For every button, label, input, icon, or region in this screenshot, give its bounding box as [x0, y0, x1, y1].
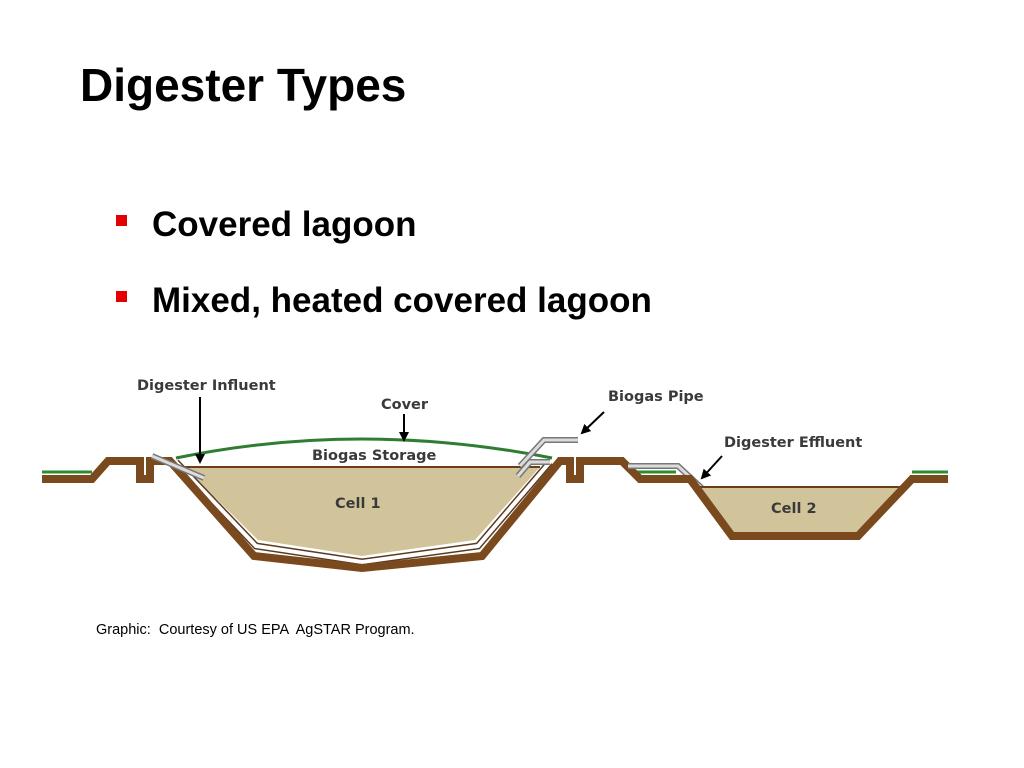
cell2-label: Cell 2: [771, 501, 817, 517]
cell1-liquid: [184, 467, 540, 556]
cell2-liquid: [700, 487, 902, 532]
bullet-text: Covered lagoon: [152, 205, 417, 244]
soil-profile-cell1: [42, 457, 676, 573]
graphic-credit: Graphic: Courtesy of US EPA AgSTAR Progr…: [96, 622, 415, 638]
effluent-label: Digester Effluent: [724, 435, 862, 451]
bullet-text: Mixed, heated covered lagoon: [152, 281, 652, 320]
slide-title: Digester Types: [80, 59, 407, 111]
biogas-pipe: [515, 437, 578, 478]
influent-label: Digester Influent: [137, 378, 276, 394]
bullet-list: Covered lagoon Mixed, heated covered lag…: [116, 203, 652, 355]
soil-profile-cell2: [676, 475, 948, 540]
square-bullet-icon: [116, 214, 127, 226]
bullet-item: Mixed, heated covered lagoon: [116, 279, 652, 323]
cell1-label: Cell 1: [335, 496, 381, 512]
influent-pipe: [150, 453, 206, 481]
cover-label: Cover: [381, 397, 429, 413]
biogas-storage-label: Biogas Storage: [312, 448, 436, 464]
bullet-item: Covered lagoon: [116, 203, 652, 247]
cover-membrane: [175, 437, 553, 460]
biogas-pipe-label: Biogas Pipe: [608, 389, 704, 405]
biogas-storage-space: [176, 439, 552, 467]
square-bullet-icon: [116, 290, 127, 302]
biogas-pipe-arrow: [580, 411, 605, 435]
effluent-arrow: [700, 455, 723, 480]
